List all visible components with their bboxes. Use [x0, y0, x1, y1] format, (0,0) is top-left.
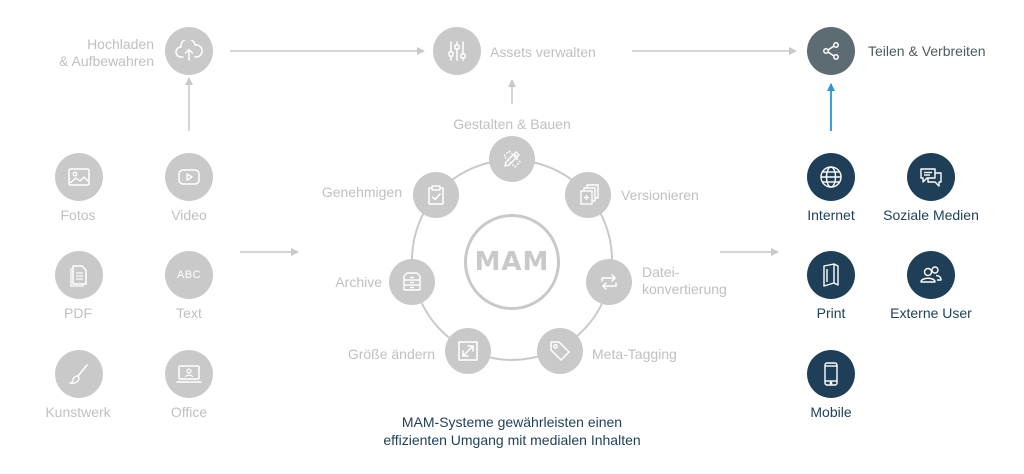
design-label: Gestalten & Bauen: [453, 116, 571, 132]
approve-label: Genehmigen: [321, 184, 402, 200]
social-label: Soziale Medien: [883, 207, 979, 223]
tagging-label: Meta-Tagging: [592, 346, 677, 362]
brush-icon: [69, 364, 88, 384]
archive-icon: [403, 272, 421, 291]
monitor-user-icon: [176, 365, 202, 383]
social-node: [907, 153, 955, 201]
versions-node: [565, 172, 611, 218]
image-icon: [68, 168, 90, 186]
manage-label: Assets verwalten: [490, 44, 596, 60]
video-node: [165, 153, 213, 201]
users-icon: [920, 266, 942, 283]
resize-label: Größe ändern: [347, 346, 435, 362]
artwork-node: [55, 350, 103, 398]
smartphone-icon: [824, 362, 838, 386]
share-icon: [823, 42, 839, 60]
resize-icon: [458, 341, 478, 361]
conversion-label: Datei- konvertierung: [642, 264, 727, 297]
photos-node: [55, 153, 103, 201]
versions-label: Versionieren: [621, 187, 699, 203]
text-abc-icon: ABC: [176, 269, 202, 281]
copies-icon: [580, 184, 599, 205]
internet-node: [807, 153, 855, 201]
external-label: Externe User: [890, 305, 972, 321]
mobile-label: Mobile: [810, 404, 852, 420]
text-node: ABC: [165, 251, 213, 299]
share-label: Teilen & Verbreiten: [868, 43, 986, 59]
document-icon: [70, 265, 87, 287]
office-node: [165, 350, 213, 398]
text-label: Text: [176, 305, 202, 321]
mobile-node: [807, 350, 855, 398]
clipboard-check-icon: [428, 185, 444, 205]
upload-label: Hochladen & Aufbewahren: [59, 36, 154, 69]
manage-node: [433, 27, 481, 75]
archive-label: Archive: [335, 274, 382, 290]
pencil-ruler-icon: [503, 150, 521, 168]
pdf-node: [55, 251, 103, 299]
upload-node: [165, 27, 213, 75]
video-icon: [178, 169, 200, 185]
cloud-upload-icon: [175, 40, 203, 61]
office-label: Office: [170, 404, 208, 420]
sliders-icon: [448, 41, 466, 61]
mam-label: MAM: [474, 247, 550, 277]
convert-icon: [601, 274, 617, 290]
print-label: Print: [816, 305, 846, 321]
pdf-label: PDF: [64, 305, 92, 321]
approve-node: [413, 172, 459, 218]
book-icon: [823, 263, 839, 287]
design-node: [489, 136, 535, 182]
external-node: [907, 251, 955, 299]
share-node: [807, 27, 855, 75]
conversion-node: [586, 259, 632, 305]
tag-icon: [550, 341, 570, 361]
internet-label: Internet: [807, 207, 855, 223]
photos-label: Fotos: [60, 207, 96, 223]
tagging-node: [537, 328, 583, 374]
mam-center: MAM: [464, 214, 560, 310]
chat-bubbles-icon: [920, 168, 942, 187]
video-label: Video: [171, 207, 207, 223]
print-node: [807, 251, 855, 299]
archive-node: [389, 259, 435, 305]
resize-node: [445, 328, 491, 374]
diagram-caption: MAM-Systeme gewährleisten einen effizien…: [383, 414, 641, 448]
globe-icon: [820, 166, 842, 188]
artwork-label: Kunstwerk: [45, 404, 111, 420]
